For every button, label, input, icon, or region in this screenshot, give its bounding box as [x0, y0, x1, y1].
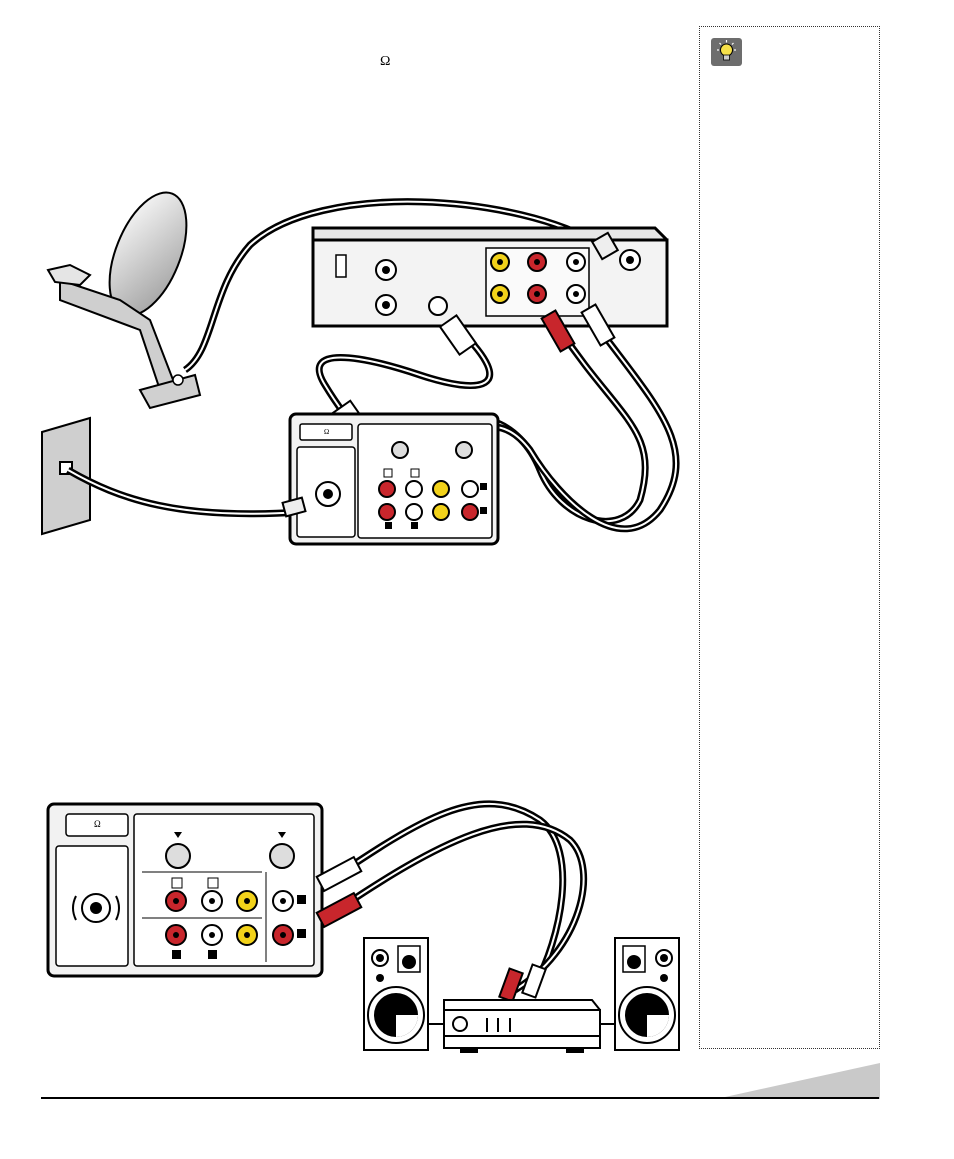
tv-panel-2 [48, 804, 322, 976]
tv-panel-2-ohm-label: Ω [94, 820, 101, 829]
tv-panel-1 [290, 414, 498, 544]
page-corner-tab [716, 1063, 880, 1099]
amplifier [444, 1000, 600, 1053]
speaker-left [364, 938, 428, 1050]
footer-rule [41, 1097, 879, 1099]
lightbulb-icon [711, 38, 742, 66]
tv-panel-1-ohm-label: Ω [324, 429, 329, 436]
satellite-receiver [313, 228, 667, 326]
speaker-right [615, 938, 679, 1050]
satellite-dish [48, 182, 202, 408]
tip-sidebar [699, 26, 880, 1049]
